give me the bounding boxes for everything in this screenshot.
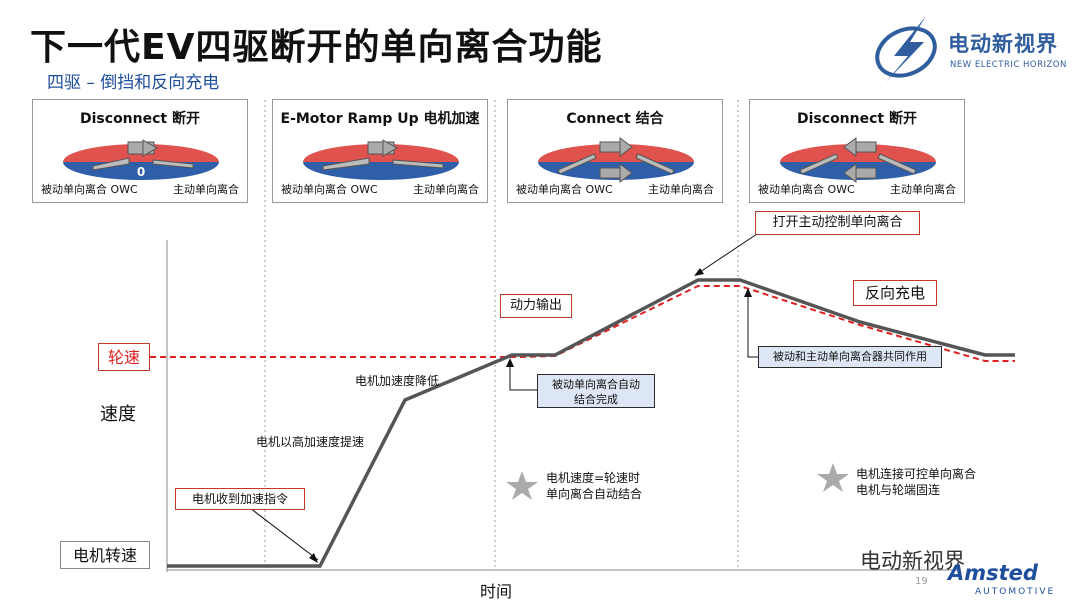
star-icon xyxy=(817,463,849,492)
brand-name-cn: 电动新视界 xyxy=(948,32,1058,56)
clutch-diagram xyxy=(780,137,936,183)
arrow-head xyxy=(309,553,318,563)
left-caption: 被动单向离合 OWC xyxy=(758,183,855,196)
callout-line xyxy=(696,231,761,275)
zero-marker: 0 xyxy=(137,165,145,179)
accel-command-box: 电机收到加速指令 xyxy=(175,488,305,510)
right-caption: 主动单向离合 xyxy=(890,183,956,196)
power-output-box: 动力输出 xyxy=(500,294,572,318)
panel-title: Disconnect 断开 xyxy=(797,111,917,127)
passive-complete-box: 被动单向离合自动 结合完成 xyxy=(537,374,655,408)
note-rigid-connection: 电机连接可控单向离合 电机与轮端固连 xyxy=(856,467,977,497)
clutch-diagram xyxy=(303,139,459,180)
accel-drop-label: 电机加速度降低 xyxy=(355,374,440,388)
amsted-logo-sub: AUTOMOTIVE xyxy=(975,587,1056,597)
high-accel-label: 电机以高加速度提速 xyxy=(256,435,365,449)
motor-speed-line xyxy=(167,278,1015,568)
right-caption: 主动单向离合 xyxy=(413,183,479,196)
wheel-speed-line xyxy=(150,285,1015,362)
callout-line xyxy=(249,507,319,561)
page-subtitle: 四驱 – 倒挡和反向充电 xyxy=(47,73,220,93)
both-clutches-box: 被动和主动单向离合器共同作用 xyxy=(758,346,942,368)
callout-line xyxy=(509,362,537,391)
open-active-box: 打开主动控制单向离合 xyxy=(755,211,920,235)
brand-logo: 电动新视界 NEW ELECTRIC HORIZON xyxy=(868,14,1073,84)
panel-ramp-up: E-Motor Ramp Up 电机加速 被动单向离合 OWC 主动单向离合 xyxy=(272,99,488,203)
arrow-head xyxy=(694,268,704,276)
brand-name-en: NEW ELECTRIC HORIZON xyxy=(950,60,1067,70)
left-caption: 被动单向离合 OWC xyxy=(516,183,613,196)
callout-line xyxy=(747,292,758,358)
note-synchronous-engage: 电机速度=轮速时 单向离合自动结合 xyxy=(546,471,643,501)
panel-title: Disconnect 断开 xyxy=(80,111,200,127)
x-axis-label: 时间 xyxy=(480,582,513,601)
panel-disconnect-1: Disconnect 断开 0 被动单向离合 OWC 主动单向离合 xyxy=(32,99,248,203)
left-caption: 被动单向离合 OWC xyxy=(41,183,138,196)
clutch-diagram xyxy=(538,137,694,183)
wheel-speed-label: 轮速 xyxy=(98,343,150,371)
arrow-head xyxy=(506,358,514,367)
panel-disconnect-2: Disconnect 断开 被动单向离合 OWC 主动单向离合 xyxy=(749,99,965,203)
page-title: 下一代EV四驱断开的单向离合功能 xyxy=(30,27,603,68)
right-caption: 主动单向离合 xyxy=(173,183,239,196)
left-caption: 被动单向离合 OWC xyxy=(281,183,378,196)
amsted-logo: Amsted xyxy=(948,561,1038,585)
right-caption: 主动单向离合 xyxy=(648,183,714,196)
star-icon xyxy=(506,471,538,500)
panel-connect: Connect 结合 被动单向离合 OWC 主动单向离合 xyxy=(507,99,723,203)
reverse-charge-box: 反向充电 xyxy=(853,280,937,306)
lightning-bolt-icon xyxy=(875,16,937,82)
page-number: 19 xyxy=(915,576,928,587)
arrow-head xyxy=(744,288,752,297)
panel-title: Connect 结合 xyxy=(566,111,664,127)
clutch-diagram: 0 xyxy=(63,139,219,180)
y-axis-label: 速度 xyxy=(100,404,136,425)
motor-speed-label: 电机转速 xyxy=(60,541,150,569)
panel-title: E-Motor Ramp Up 电机加速 xyxy=(280,111,480,127)
watermark-brand: 电动新视界 xyxy=(860,549,965,573)
